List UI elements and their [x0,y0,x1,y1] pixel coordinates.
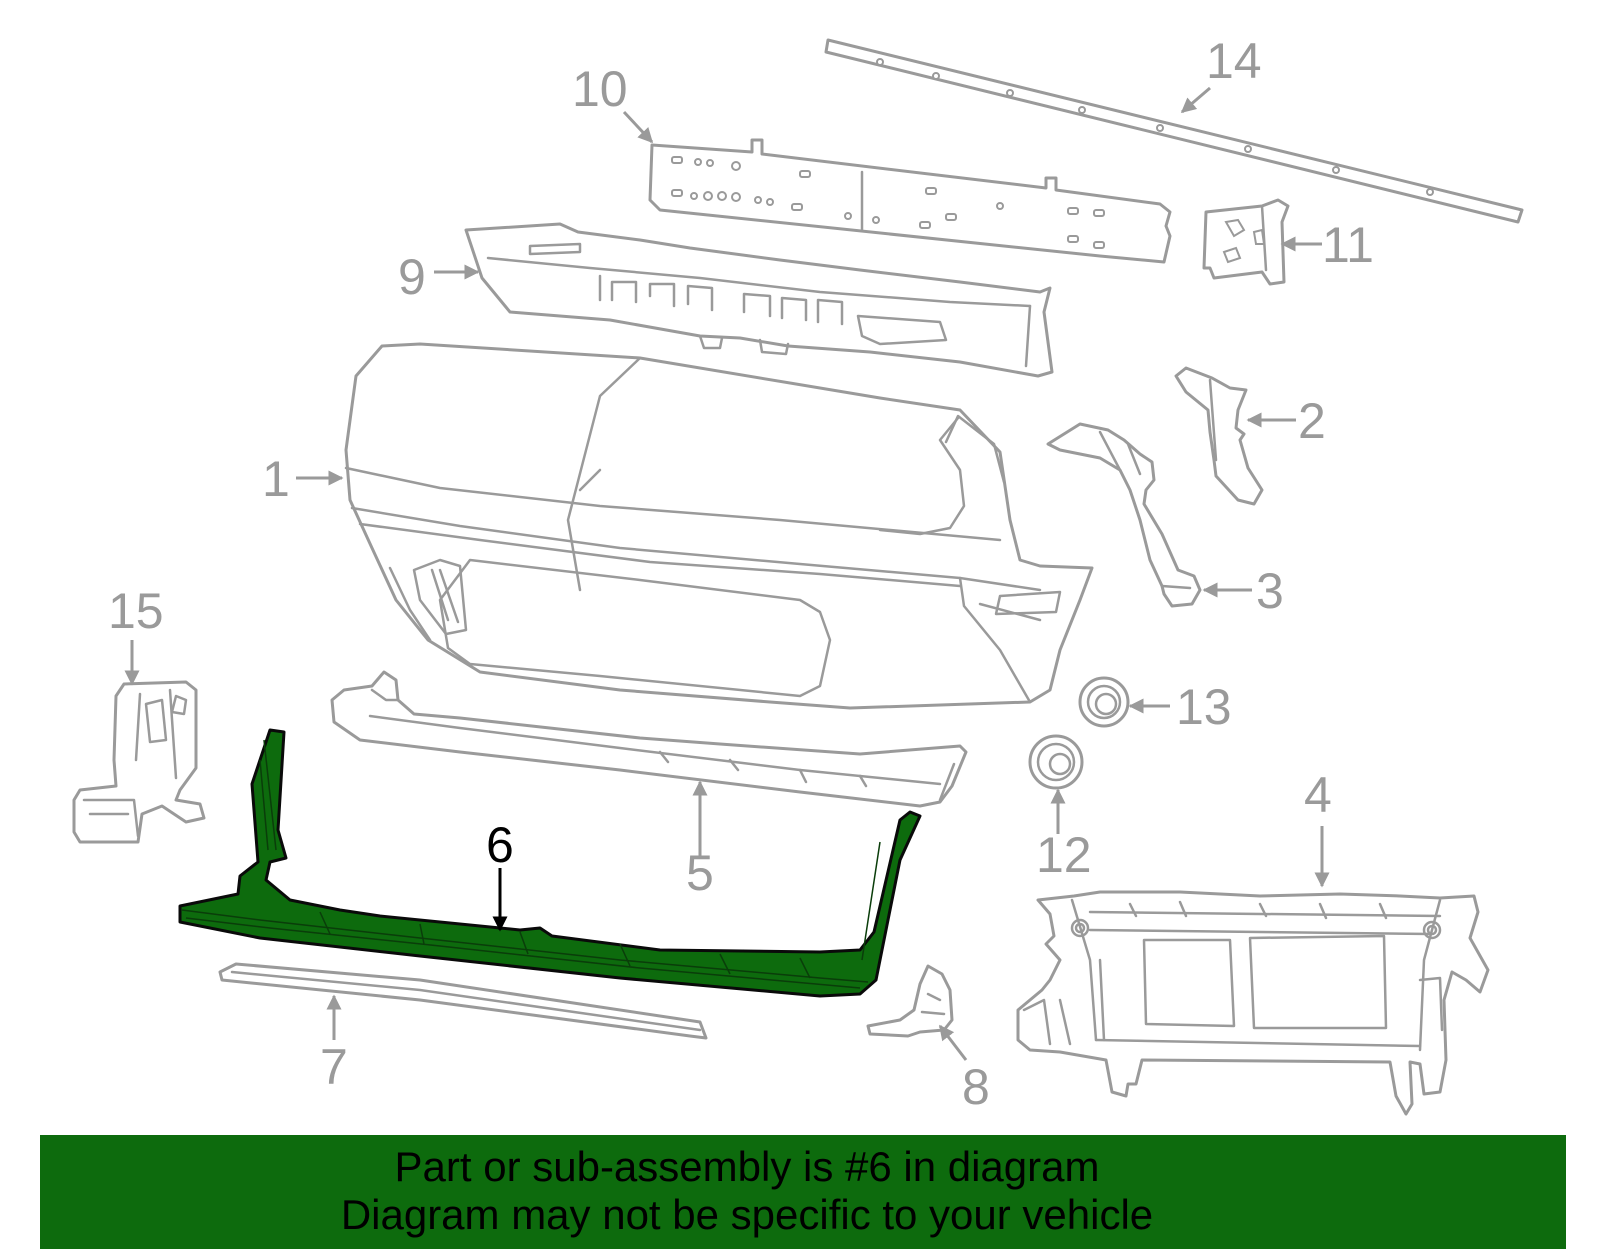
part-4-radiator-support [1016,890,1490,1116]
part-6-air-dam-highlighted [178,728,922,998]
callout-14: 14 [1206,33,1262,89]
callout-4: 4 [1304,767,1332,823]
callout-7: 7 [320,1039,348,1095]
callout-5: 5 [686,845,714,901]
part-10-beam [648,138,1172,264]
callout-15: 15 [108,583,164,639]
part-1-fascia [344,342,1094,710]
part-8-bracket [866,964,954,1038]
callout-3: 3 [1256,563,1284,619]
part-9-support [464,222,1054,378]
callout-2: 2 [1298,393,1326,449]
part-7-strip [218,962,708,1040]
leader-arrows [124,86,1330,1061]
callout-10: 10 [572,61,628,117]
part-2-bracket [1174,366,1264,506]
part-15-sensor [72,680,206,844]
callout-9: 9 [398,249,426,305]
callout-12: 12 [1036,827,1092,883]
callout-13: 13 [1176,679,1232,735]
callout-11: 11 [1322,217,1374,273]
info-banner: Part or sub-assembly is #6 in diagram Di… [40,1135,1566,1249]
callout-labels: 1 2 3 4 5 6 7 8 9 10 11 12 13 14 15 [108,33,1374,1115]
part-3-bracket [1046,422,1202,608]
part-12-grommet [1028,734,1084,790]
part-11-bracket [1202,198,1290,286]
banner-text-disclaimer: Diagram may not be specific to your vehi… [340,1191,1154,1238]
callout-6: 6 [486,817,514,873]
part-14-strip [824,38,1524,224]
callout-8: 8 [962,1059,990,1115]
part-5-strip [330,670,968,808]
part-13-grommet [1078,676,1130,728]
callout-1: 1 [262,451,290,507]
banner-text-part-number: Part or sub-assembly is #6 in diagram [394,1143,1100,1190]
